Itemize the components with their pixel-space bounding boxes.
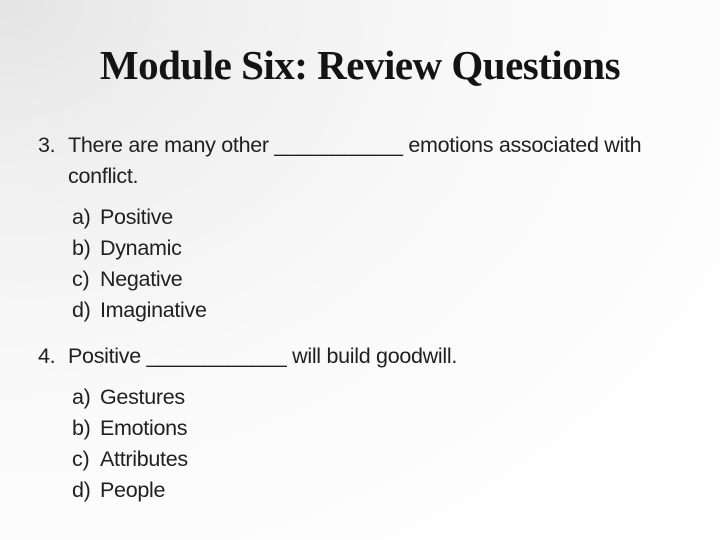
option-label: d) [72,478,91,503]
option-row: b) Dynamic [72,233,690,264]
question-number: 3. [38,133,56,158]
option-text: Imaginative [100,298,207,323]
option-row: d) Imaginative [72,295,690,326]
slide-title: Module Six: Review Questions [99,42,621,88]
option-label: a) [72,205,91,230]
option-text: Attributes [100,447,188,472]
option-label: c) [72,447,90,472]
option-text: Negative [100,267,183,292]
options-list: a) Gestures b) Emotions c) Attributes d)… [72,382,690,506]
option-text: Emotions [100,416,188,441]
option-row: c) Negative [72,264,690,295]
question-line: 4. Positive ____________ will build good… [38,341,690,372]
slide-body: 3. There are many other ___________ emot… [0,130,720,506]
option-text: Positive [100,205,173,230]
option-row: c) Attributes [72,444,690,475]
option-label: b) [72,236,91,261]
option-label: b) [72,416,91,441]
option-label: c) [72,267,90,292]
options-list: a) Positive b) Dynamic c) Negative d) Im… [72,202,690,326]
option-text: Dynamic [100,236,182,261]
option-label: a) [72,385,91,410]
option-row: b) Emotions [72,413,690,444]
question-3: 3. There are many other ___________ emot… [38,130,690,326]
option-row: d) People [72,475,690,506]
question-number: 4. [38,344,56,369]
option-text: Gestures [100,385,185,410]
question-4: 4. Positive ____________ will build good… [38,341,690,506]
option-row: a) Positive [72,202,690,233]
question-text: There are many other ___________ emotion… [68,133,642,189]
option-label: d) [72,298,91,323]
option-text: People [100,478,166,503]
question-text: Positive ____________ will build goodwil… [68,344,458,369]
question-line: 3. There are many other ___________ emot… [38,130,690,192]
option-row: a) Gestures [72,382,690,413]
